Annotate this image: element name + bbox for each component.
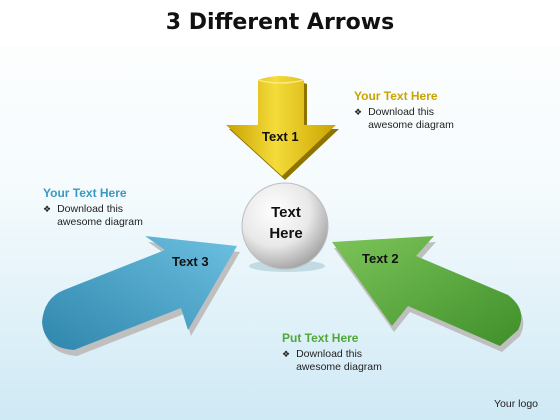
callout-heading: Your Text Here [354, 89, 438, 103]
callout-bullet-row: ❖ Download this awesome diagram [282, 348, 432, 374]
arrow-text-2 [332, 236, 524, 352]
callout-bullet-text: Download this awesome diagram [57, 203, 143, 228]
callout-bullet-row: ❖ Download this awesome diagram [43, 203, 193, 229]
diamond-bullet-icon: ❖ [354, 107, 363, 117]
center-label-line1: Text [271, 204, 301, 221]
callout-bottom: Put Text Here ❖ Download this awesome di… [282, 331, 432, 374]
callout-heading: Put Text Here [282, 331, 359, 345]
callout-bullet-row: ❖ Download this awesome diagram [354, 106, 504, 132]
diamond-bullet-icon: ❖ [43, 204, 52, 214]
callout-left: Your Text Here ❖ Download this awesome d… [43, 186, 193, 229]
callout-bullet-text: Download this awesome diagram [296, 348, 382, 373]
callout-bullet-text: Download this awesome diagram [368, 106, 454, 131]
arrow-label-1: Text 1 [262, 129, 299, 144]
arrow-label-3: Text 3 [172, 254, 209, 269]
slide-title: 3 Different Arrows [165, 10, 395, 35]
center-label-line2: Here [269, 225, 303, 242]
callout-heading: Your Text Here [43, 186, 127, 200]
diamond-bullet-icon: ❖ [282, 349, 291, 359]
title-bar [0, 0, 560, 46]
arrow-text-3 [42, 236, 240, 356]
arrow-text-1 [226, 76, 339, 180]
logo-placeholder: Your logo [494, 398, 538, 410]
center-label: Text Here [246, 202, 326, 244]
arrow-label-2: Text 2 [362, 251, 399, 266]
callout-top-right: Your Text Here ❖ Download this awesome d… [354, 89, 504, 132]
center-sphere [241, 182, 329, 272]
